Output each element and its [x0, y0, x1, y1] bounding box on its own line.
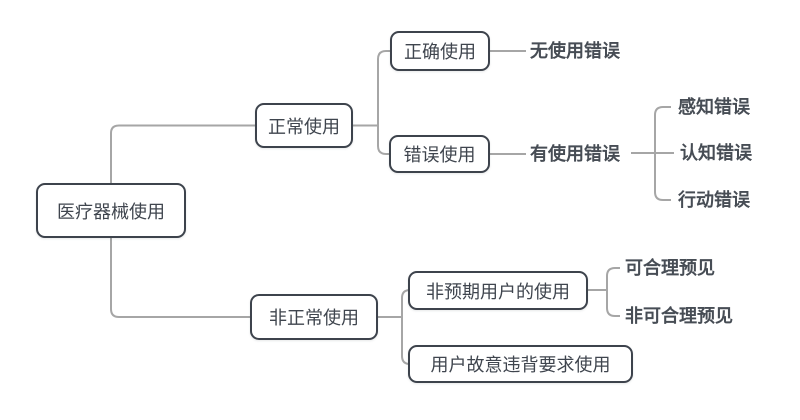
- leaf-not-reasonably-foreseeable[interactable]: 非可合理预见: [625, 306, 733, 326]
- connector-bracket-to-perception: [654, 106, 671, 153]
- leaf-cognition-error[interactable]: 认知错误: [680, 143, 752, 163]
- leaf-has-usage-error[interactable]: 有使用错误: [530, 144, 620, 164]
- leaf-no-usage-error[interactable]: 无使用错误: [530, 41, 620, 61]
- node-wrong-use[interactable]: 错误使用: [389, 135, 490, 173]
- connector-bracket-to-not-foreseeable: [606, 290, 620, 317]
- leaf-perception-error[interactable]: 感知错误: [678, 97, 750, 117]
- node-unintended-user-use[interactable]: 非预期用户的使用: [408, 271, 588, 310]
- node-normal-use[interactable]: 正常使用: [255, 103, 353, 148]
- leaf-action-error[interactable]: 行动错误: [678, 190, 750, 210]
- connector-bracket-to-foreseeable: [606, 267, 620, 290]
- connector-root-to-abnormal-use: [110, 238, 251, 318]
- leaf-reasonably-foreseeable[interactable]: 可合理预见: [625, 258, 715, 278]
- node-deliberate-violation-use[interactable]: 用户故意违背要求使用: [408, 345, 633, 383]
- connector-trunk-to-correct-use: [377, 50, 391, 126]
- node-medical-device-use[interactable]: 医疗器械使用: [36, 183, 186, 238]
- connector-root-to-normal-use: [110, 124, 256, 183]
- node-correct-use[interactable]: 正确使用: [390, 31, 490, 71]
- connector-bracket-to-action: [654, 153, 671, 201]
- node-abnormal-use[interactable]: 非正常使用: [250, 294, 378, 340]
- connector-trunk-to-wrong-use: [377, 125, 390, 155]
